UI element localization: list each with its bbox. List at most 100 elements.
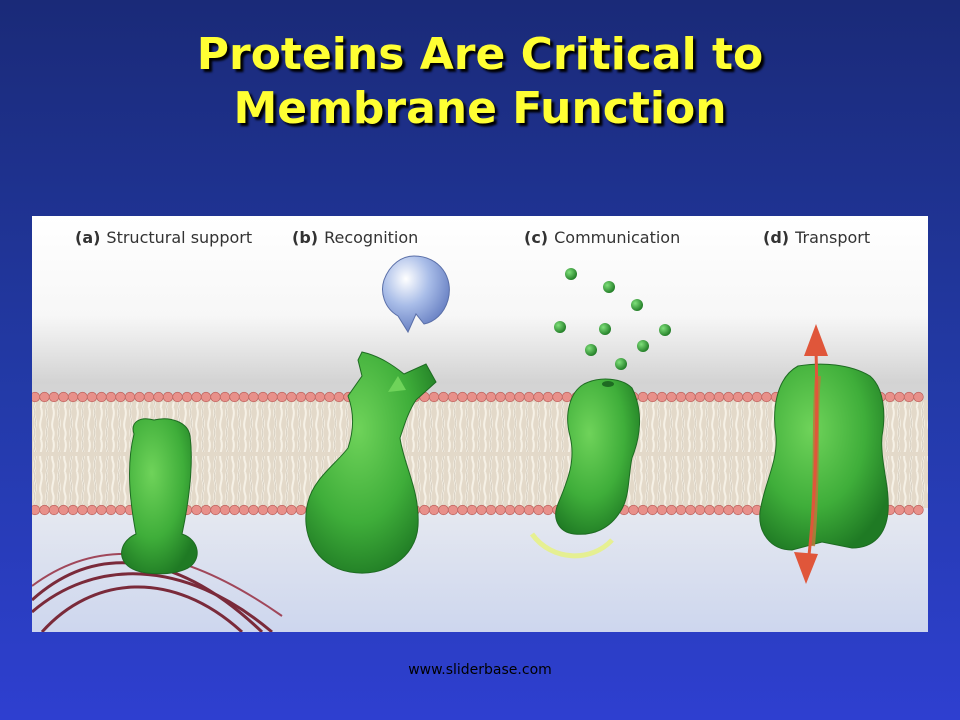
lipid-head	[884, 391, 896, 403]
lipid-head	[191, 504, 202, 516]
lipid-head	[694, 391, 706, 403]
lipid-head	[238, 504, 250, 516]
lipid-head	[286, 391, 297, 403]
recognition-protein	[305, 351, 437, 574]
signal-molecule	[637, 340, 649, 352]
lipid-head	[723, 504, 734, 516]
lipid-head	[67, 504, 79, 516]
signal-molecule	[615, 358, 627, 370]
footer-url: www.sliderbase.com	[408, 662, 552, 678]
lipid-head	[39, 391, 50, 403]
signal-molecule	[603, 281, 615, 293]
lipid-head	[685, 391, 696, 403]
lipid-head	[172, 391, 183, 403]
lipid-head	[514, 391, 525, 403]
signal-molecule	[631, 299, 643, 311]
panel-text-c: Communication	[554, 228, 681, 247]
lipid-head	[913, 391, 924, 403]
lipid-head	[485, 504, 497, 516]
lipid-head	[32, 504, 41, 516]
lipid-head	[181, 391, 193, 403]
lipid-head	[295, 504, 307, 516]
lipid-head	[533, 504, 544, 516]
signal-molecule	[659, 324, 671, 336]
lipid-head	[466, 504, 478, 516]
lipid-head	[713, 391, 725, 403]
panel-text-b: Recognition	[324, 228, 419, 247]
lipid-head	[761, 391, 772, 403]
lipid-head	[637, 391, 649, 403]
signal-molecules	[554, 268, 671, 370]
title-line-2: Membrane Function	[233, 83, 727, 134]
lipid-head	[286, 504, 297, 516]
lipid-head	[219, 391, 231, 403]
lipid-head	[200, 391, 212, 403]
lipid-head	[647, 504, 658, 516]
lipid-head	[428, 504, 440, 516]
panel-text-a: Structural support	[106, 228, 253, 247]
lipid-head	[894, 504, 905, 516]
lipid-head	[257, 391, 269, 403]
lipid-head	[115, 504, 126, 516]
lipid-head	[58, 391, 69, 403]
panel-letter-c: (c)	[524, 228, 549, 247]
structural-protein	[121, 418, 198, 575]
lipid-head	[162, 391, 174, 403]
lipid-head	[675, 504, 687, 516]
recognition-molecule	[382, 255, 450, 334]
lipid-head	[257, 504, 269, 516]
lipid-head	[134, 391, 145, 403]
panel-letter-d: (d)	[763, 228, 790, 247]
lipid-head	[903, 391, 915, 403]
lipid-head	[495, 391, 506, 403]
lipid-head	[305, 391, 316, 403]
transport-arrow-up-head	[804, 324, 828, 356]
lipid-head	[210, 504, 221, 516]
lipid-head	[229, 504, 240, 516]
lipid-head	[514, 504, 525, 516]
panel-letter-b: (b)	[292, 228, 319, 247]
lipid-head	[694, 504, 706, 516]
lipid-head	[457, 391, 468, 403]
lipid-head	[504, 504, 516, 516]
lipid-head	[704, 391, 715, 403]
lipid-head	[666, 504, 677, 516]
membrane-figure: (a)Structural support (b)Recognition (c)…	[32, 216, 928, 632]
panel-label-d: (d)Transport	[763, 228, 870, 247]
lipid-head	[732, 391, 744, 403]
title-line-1: Proteins Are Critical to	[196, 29, 764, 80]
lipid-head	[77, 504, 88, 516]
recognition-protein-notch	[388, 376, 406, 392]
lipid-head	[48, 391, 60, 403]
lipid-head	[447, 504, 459, 516]
signal-molecule	[554, 321, 566, 333]
lipid-head	[903, 504, 915, 516]
lipid-head	[333, 391, 345, 403]
lipid-head	[48, 504, 60, 516]
lipid-head	[666, 391, 677, 403]
lipid-head	[276, 391, 288, 403]
signal-molecule	[599, 323, 611, 335]
lipid-head	[485, 391, 497, 403]
lipid-head	[751, 391, 763, 403]
lipid-head	[894, 391, 905, 403]
lipid-head	[428, 391, 440, 403]
lipid-head	[314, 391, 326, 403]
lipid-head	[77, 391, 88, 403]
lipid-head	[523, 391, 535, 403]
lipid-head	[704, 504, 715, 516]
lipid-head	[542, 391, 554, 403]
membrane-illustration	[32, 216, 928, 632]
lipid-head	[656, 504, 668, 516]
lipid-head	[732, 504, 744, 516]
lipid-head	[656, 391, 668, 403]
lipid-head	[39, 504, 50, 516]
lipid-head	[229, 391, 240, 403]
lipid-head	[191, 391, 202, 403]
lipid-head	[476, 391, 487, 403]
lipid-head	[86, 391, 98, 403]
lipid-head	[647, 391, 658, 403]
lipid-head	[67, 391, 79, 403]
lipid-head	[238, 391, 250, 403]
panel-label-c: (c) Communication	[524, 228, 680, 247]
